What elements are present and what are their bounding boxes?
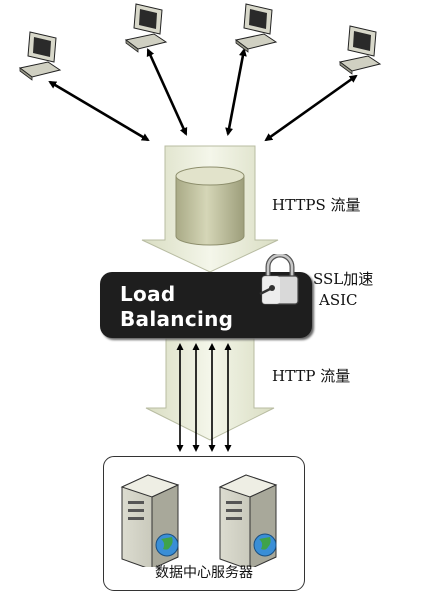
computer-icon [124, 3, 168, 53]
computer-icon [338, 25, 382, 75]
http-traffic-label: HTTP 流量 [272, 367, 351, 385]
datacenter-box: 数据中心服务器 [103, 456, 305, 591]
datacenter-label: 数据中心服务器 [155, 565, 253, 581]
asic-label: ASIC [319, 291, 358, 309]
load-balancer-label-line1: Load [120, 282, 176, 306]
globe-icon [253, 533, 277, 557]
http-flow-arrow [145, 337, 275, 441]
database-cylinder-icon [175, 166, 245, 246]
ssl-acceleration-label: SSL加速 [313, 270, 374, 288]
http-connection-arrows [176, 343, 232, 452]
computer-icon [18, 31, 62, 81]
server-group [120, 474, 278, 567]
globe-icon [155, 533, 179, 557]
computer-icon [234, 3, 278, 53]
client-connection-arrows [48, 48, 358, 142]
load-balancer-label-line2: Balancing [120, 307, 234, 331]
padlock-icon [259, 254, 299, 305]
https-traffic-label: HTTPS 流量 [272, 196, 361, 214]
